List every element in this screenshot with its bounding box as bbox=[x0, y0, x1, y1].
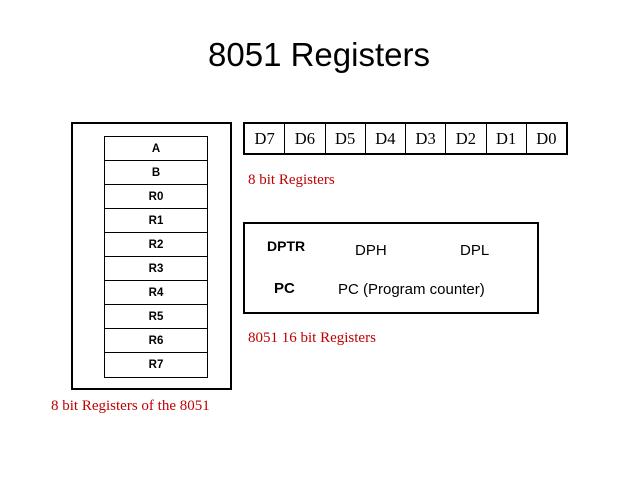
bit-cell-d6: D6 bbox=[285, 124, 326, 153]
wide-register-caption: 8051 16 bit Registers bbox=[248, 330, 376, 346]
bit-cell-d2: D2 bbox=[446, 124, 487, 153]
dptr-label: DPTR bbox=[267, 238, 306, 254]
register-cell-r0: R0 bbox=[105, 185, 207, 209]
register-cell-r5: R5 bbox=[105, 305, 207, 329]
left-panel-caption: 8 bit Registers of the 8051 bbox=[51, 398, 210, 414]
register-cell-r6: R6 bbox=[105, 329, 207, 353]
wide-register-box: DPTR DPH DPL PC PC (Program counter) bbox=[243, 222, 539, 314]
bit-cell-d3: D3 bbox=[406, 124, 447, 153]
page-title: 8051 Registers bbox=[208, 36, 430, 73]
pc-description: PC (Program counter) bbox=[338, 281, 485, 298]
pc-label: PC bbox=[274, 280, 295, 297]
bit-row: D7 D6 D5 D4 D3 D2 D1 D0 bbox=[243, 122, 568, 155]
register-cell-b: B bbox=[105, 161, 207, 185]
register-cell-a: A bbox=[105, 137, 207, 161]
dph-label: DPH bbox=[355, 242, 387, 259]
bit-cell-d5: D5 bbox=[326, 124, 366, 153]
register-cell-r3: R3 bbox=[105, 257, 207, 281]
bit-cell-d1: D1 bbox=[487, 124, 527, 153]
dpl-label: DPL bbox=[460, 242, 490, 259]
register-cell-r2: R2 bbox=[105, 233, 207, 257]
register-cell-r4: R4 bbox=[105, 281, 207, 305]
register-cell-r1: R1 bbox=[105, 209, 207, 233]
bit-row-caption: 8 bit Registers bbox=[248, 172, 335, 188]
bit-cell-d4: D4 bbox=[366, 124, 406, 153]
bit-cell-d7: D7 bbox=[245, 124, 286, 153]
register-cell-r7: R7 bbox=[148, 359, 164, 371]
bit-cell-d0: D0 bbox=[536, 128, 557, 148]
register-stack: A B R0 R1 R2 R3 R4 R5 R6 R7 bbox=[104, 136, 208, 378]
